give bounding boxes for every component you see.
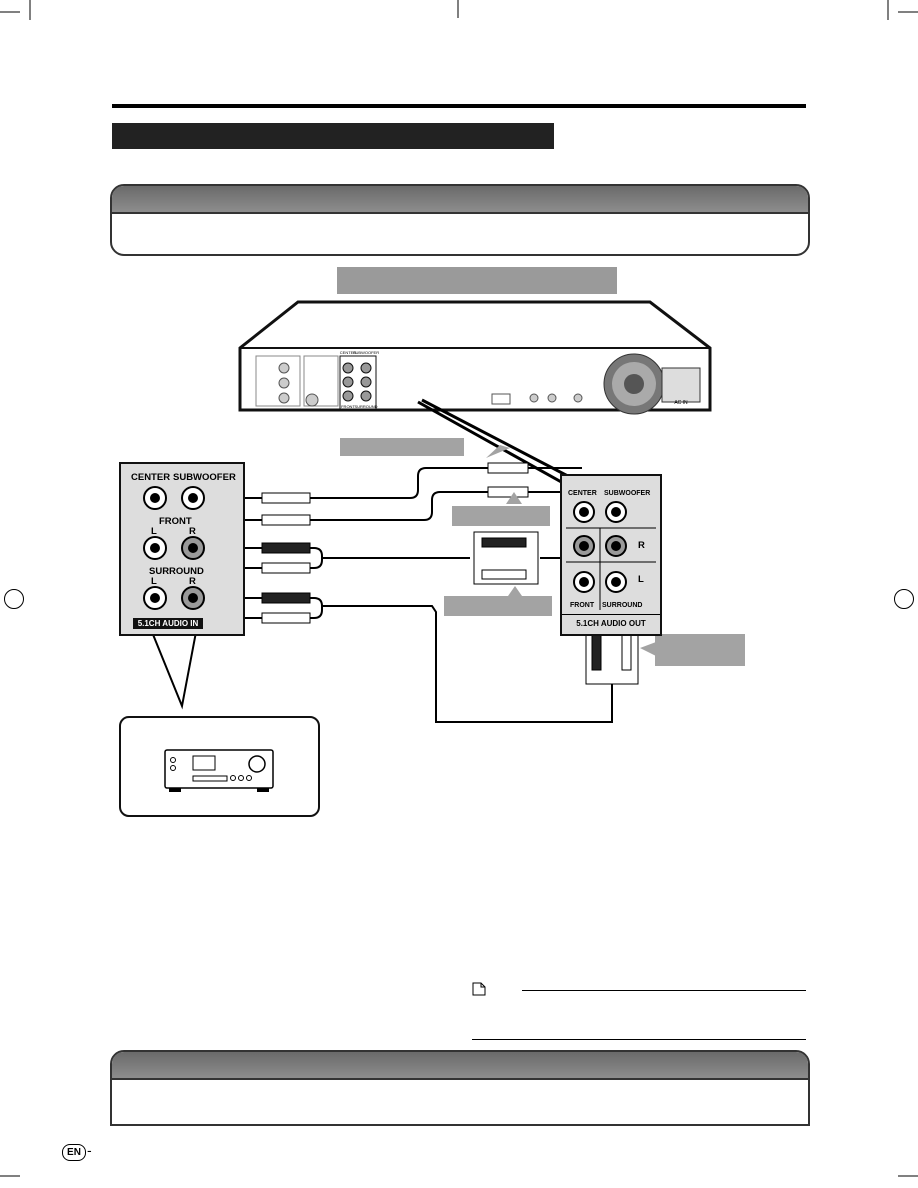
av-amplifier-box (119, 716, 320, 817)
diagram-caption-bar (337, 267, 617, 294)
registration-mark-right (894, 589, 914, 609)
player-l-label: L (638, 574, 644, 585)
amp-jacks (143, 486, 205, 610)
amp-front-r: R (189, 526, 196, 537)
section-title-bar (112, 123, 554, 149)
player-front-label: FRONT (570, 602, 595, 609)
player-back-jack-label: SURROUND (354, 404, 377, 409)
player-r-label: R (638, 540, 645, 551)
label-box-front-cable (444, 596, 552, 616)
player-back-jack-label: SUBWOOFER (353, 350, 379, 355)
av-amplifier-icon (164, 749, 274, 792)
amp-front-l: L (151, 526, 157, 537)
language-badge: EN (62, 1144, 86, 1161)
note-rule-top (522, 990, 806, 991)
info-box-bottom (110, 1050, 810, 1126)
player-back-jack-label: FRONT (341, 404, 355, 409)
label-box-surround-cable (655, 634, 745, 666)
player-output-panel: CENTER SUBWOOFER R L FRONT SURROUND 5.1C… (560, 474, 662, 636)
ac-in-label: AC IN (674, 400, 688, 406)
amp-input-badge: 5.1CH AUDIO IN (133, 618, 203, 629)
info-box-bottom-header (112, 1052, 808, 1080)
amp-front-label: FRONT (159, 516, 192, 527)
amp-surround-l: L (151, 576, 157, 587)
player-jacks (566, 501, 656, 610)
page-number-dash: - (87, 1142, 92, 1158)
top-rule (112, 104, 806, 108)
player-subwoofer-label: SUBWOOFER (604, 490, 651, 497)
note-rule-bottom (472, 1039, 806, 1040)
info-box-top (110, 184, 810, 256)
info-box-top-header (112, 186, 808, 214)
amp-input-panel: CENTER SUBWOOFER FRONT L R SURROUND L R … (119, 462, 245, 636)
label-box-audio-cable (340, 438, 464, 456)
player-output-badge: 5.1CH AUDIO OUT (562, 614, 660, 633)
note-icon (472, 982, 486, 996)
player-back-jack-label: CENTER (340, 350, 357, 355)
amp-surround-label: SURROUND (149, 566, 204, 577)
amp-center-label: CENTER (131, 472, 171, 483)
amp-surround-r: R (189, 576, 196, 587)
player-surround-label: SURROUND (602, 602, 643, 609)
label-box-center-cable (452, 506, 550, 526)
registration-mark-left (4, 589, 24, 609)
amp-subwoofer-label: SUBWOOFER (173, 472, 236, 483)
player-center-label: CENTER (568, 490, 597, 497)
